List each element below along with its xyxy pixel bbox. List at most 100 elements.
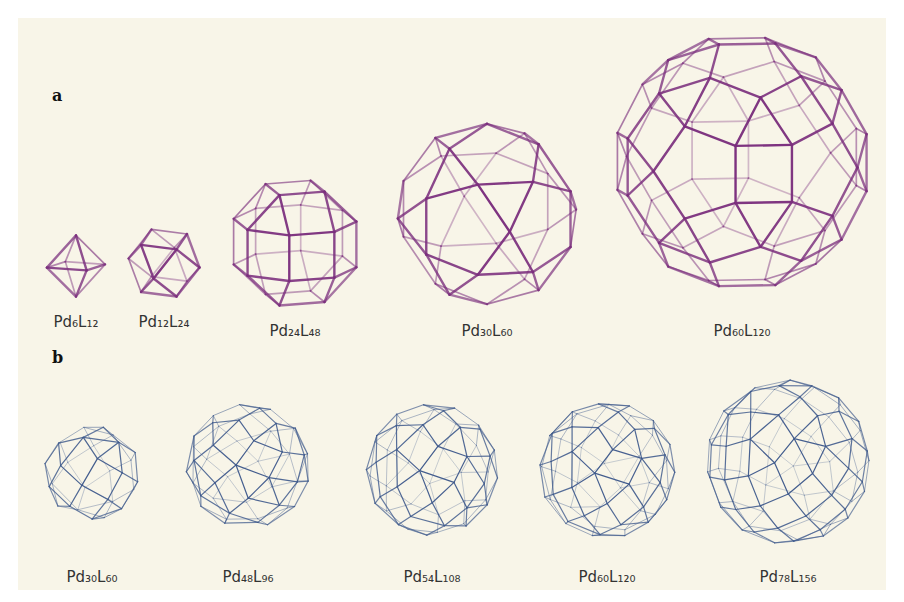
ligand-edge [736, 98, 761, 146]
ligand-edge [751, 386, 779, 392]
ligand-edge [289, 428, 293, 454]
ligand-edge [420, 446, 438, 470]
ligand-edge [289, 278, 334, 281]
formula-label: Pd₆₀L₁₂₀ [714, 322, 771, 340]
ligand-edge [635, 429, 642, 458]
ligand-edge [333, 232, 335, 278]
ligand-edge [568, 516, 584, 522]
ligand-edge [775, 439, 795, 463]
ligand-edge [790, 380, 812, 386]
ligand-edge [376, 436, 378, 463]
ligand-edge [449, 149, 477, 185]
ligand-edge [683, 63, 723, 77]
ligand-edge [426, 185, 478, 199]
ligand-edge [617, 156, 626, 189]
ligand-edge [193, 483, 213, 498]
ligand-edge [212, 416, 214, 423]
ligand-edge [83, 427, 103, 437]
ligand-edge [377, 414, 397, 435]
ligand-edge [642, 458, 661, 482]
ligand-edge [629, 458, 642, 484]
ligand-edge [793, 466, 804, 495]
sphere-wireframe [45, 427, 138, 519]
ligand-edge [736, 509, 754, 532]
ligand-edge [200, 496, 201, 507]
ligand-edge [219, 426, 237, 441]
ligand-edge [186, 436, 194, 472]
ligand-edge [265, 184, 279, 195]
ligand-edge [718, 468, 739, 471]
ligand-edge [247, 487, 272, 502]
ligand-edge [600, 525, 621, 535]
ligand-edge [659, 60, 668, 93]
ligand-edge [710, 477, 721, 507]
ligand-edge [533, 182, 571, 191]
ligand-edge [279, 482, 297, 505]
ligand-edge [366, 470, 375, 504]
ligand-edge [654, 428, 665, 454]
ligand-edge [629, 406, 653, 421]
ligand-edge [553, 487, 572, 494]
ligand-edge [444, 408, 455, 411]
ligand-edge [552, 427, 572, 434]
ligand-edge [480, 429, 490, 456]
ligand-edge [619, 435, 640, 456]
ligand-edge [571, 452, 572, 488]
ligand-edge [325, 278, 335, 302]
ligand-edge [648, 500, 667, 523]
ligand-edge [553, 494, 568, 521]
ligand-edge [806, 495, 832, 516]
ligand-edge [254, 441, 282, 452]
ligand-edge [476, 446, 488, 472]
ligand-edge [234, 219, 248, 230]
ligand-edge [461, 471, 488, 473]
ligand-edge [855, 129, 857, 186]
ligand-edge [743, 409, 757, 437]
ligand-edge [398, 181, 404, 219]
ligand-edge [667, 461, 669, 489]
ligand-edge [683, 226, 723, 247]
ligand-edge [61, 466, 82, 486]
ligand-edge [269, 478, 279, 506]
ligand-edge [779, 386, 800, 397]
ligand-edge [476, 425, 478, 445]
ligand-edge [300, 205, 302, 251]
ligand-edge [122, 473, 137, 482]
ligand-edge [423, 405, 443, 411]
ligand-edge [484, 456, 490, 484]
background-panel [18, 18, 886, 590]
ligand-edge [540, 465, 545, 497]
sphere-wireframe [366, 405, 497, 535]
ligand-edge [119, 442, 135, 452]
formula-label: Pd₃₀L₆₀ [462, 322, 513, 340]
formula-label: Pd₆L₁₂ [54, 313, 99, 331]
ligand-edge [832, 124, 857, 168]
ligand-edge [239, 408, 260, 420]
ligand-edge [271, 428, 294, 431]
ligand-edge [370, 442, 375, 476]
sphere-wireframe [186, 405, 308, 525]
ligand-edge [484, 484, 487, 505]
ligand-edge [736, 203, 761, 247]
ligand-edge [425, 199, 427, 255]
ligand-edge [129, 229, 152, 258]
ligand-edge [194, 445, 213, 460]
ligand-edge [288, 235, 290, 281]
ligand-edge [857, 168, 866, 192]
ligand-edge [435, 138, 449, 149]
ligand-edge [859, 421, 868, 451]
ligand-edge [719, 44, 775, 45]
ligand-edge [141, 245, 154, 279]
ligand-edge [604, 456, 639, 463]
ligand-edge [234, 264, 266, 294]
ligand-edge [728, 412, 750, 415]
formula-label: Pd₆₀L₁₂₀ [579, 568, 636, 586]
ligand-edge [420, 471, 454, 483]
ligand-edge [832, 168, 857, 216]
ligand-edge [465, 499, 486, 501]
ligand-edge [207, 441, 237, 459]
ligand-edge [726, 439, 750, 446]
ligand-edge [108, 473, 122, 500]
ligand-edge [751, 412, 779, 415]
ligand-edge [572, 487, 584, 515]
